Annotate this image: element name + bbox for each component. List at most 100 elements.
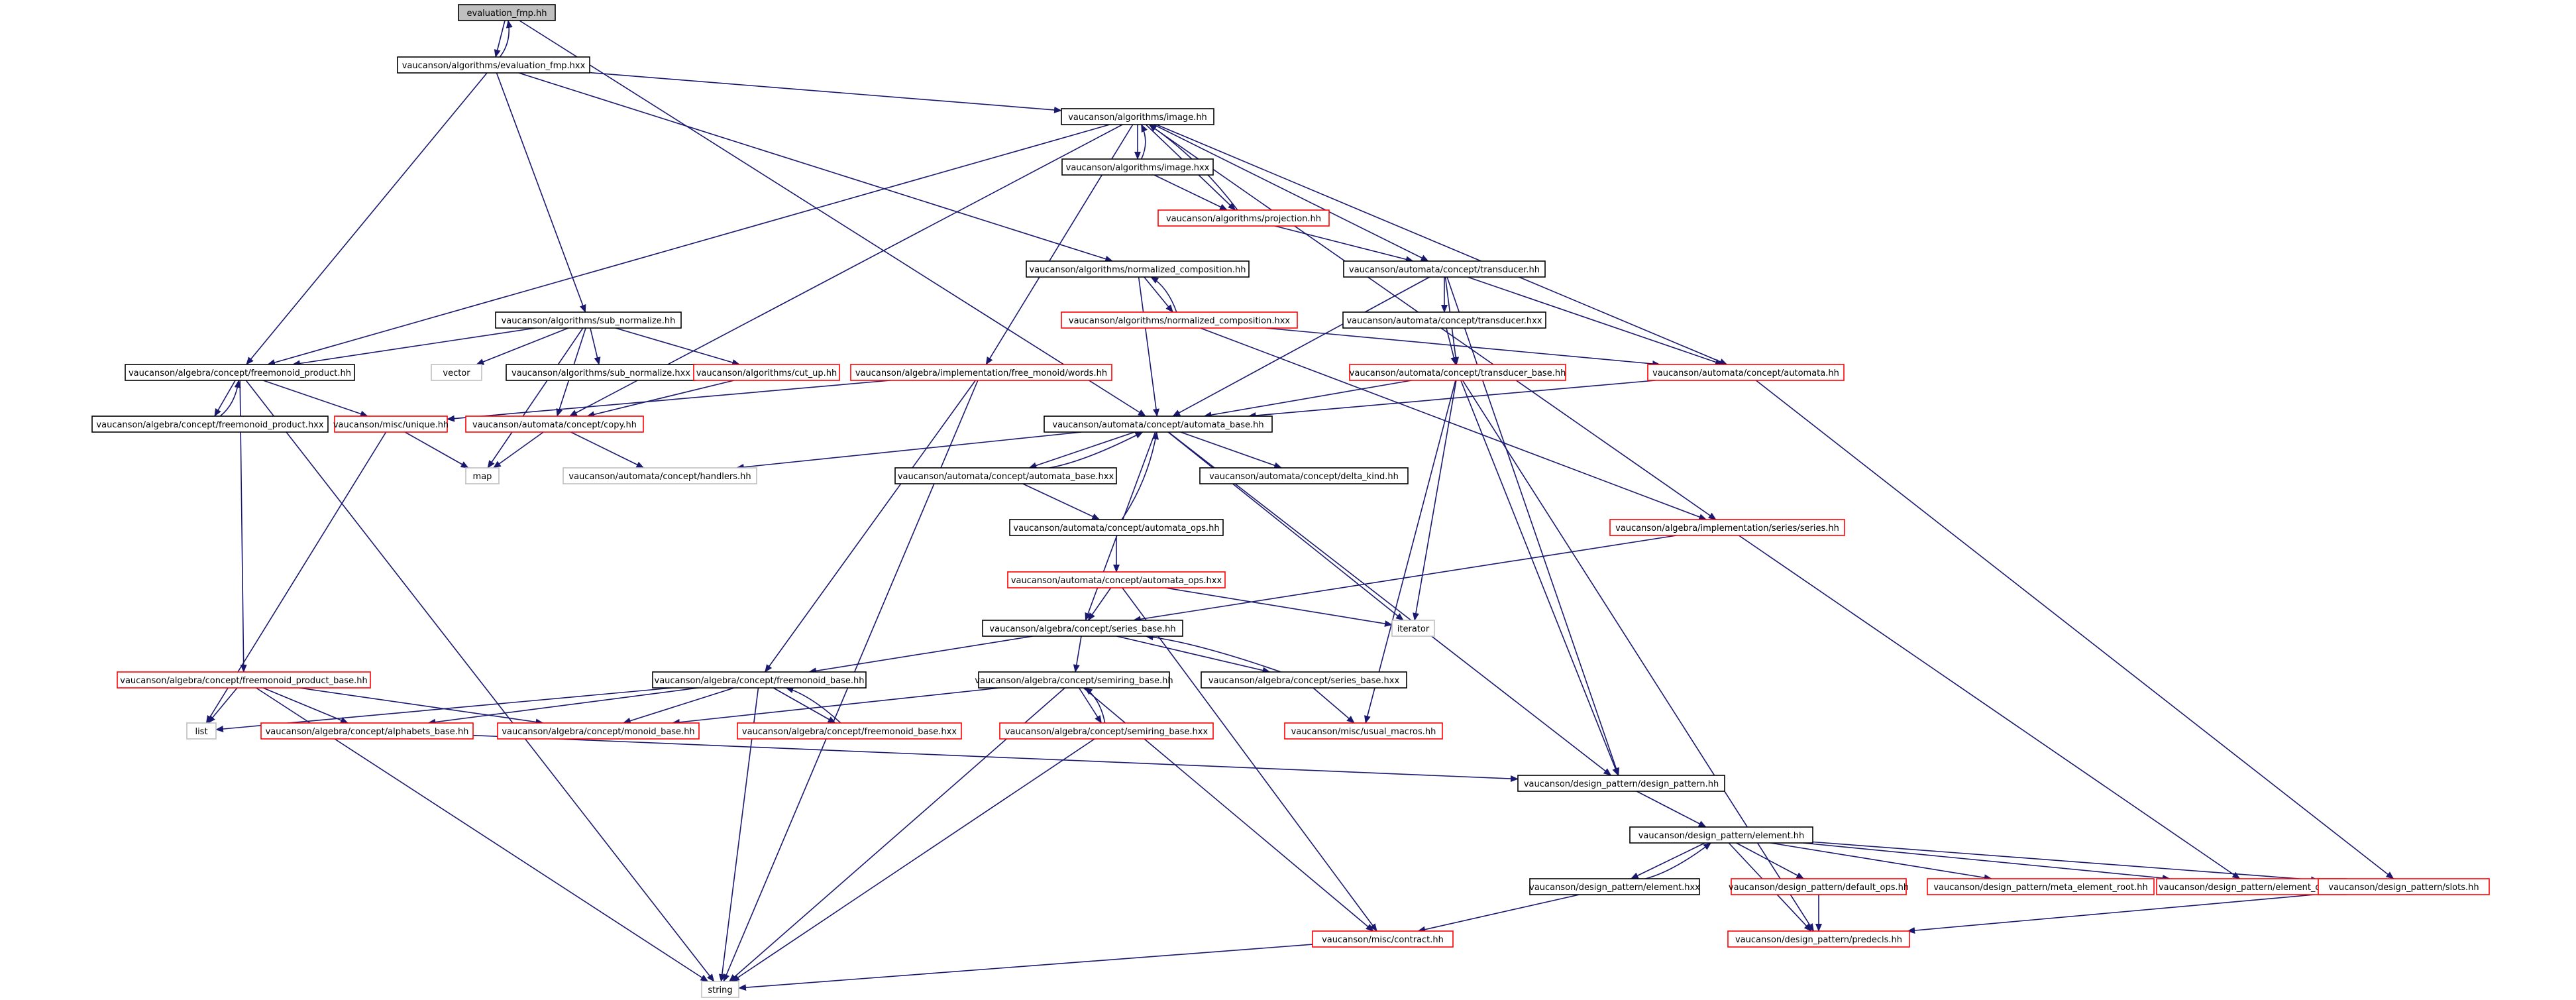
node-label: map: [473, 472, 492, 482]
node-n46[interactable]: vaucanson/design_pattern/slots.hh: [2318, 878, 2490, 895]
edge-n3-to-n4: [1154, 174, 1228, 211]
edge-n10-to-n49: [245, 380, 715, 982]
node-label: vaucanson/algorithms/normalized_composit…: [1029, 265, 1246, 275]
node-n32[interactable]: vaucanson/algebra/concept/semiring_base.…: [975, 671, 1173, 689]
node-label: vector: [443, 368, 470, 378]
node-n35[interactable]: vaucanson/algebra/concept/alphabets_base…: [260, 722, 474, 740]
node-label: vaucanson/design_pattern/element_ops.hh: [2159, 883, 2344, 893]
node-label: vaucanson/algebra/concept/series_base.hh: [989, 624, 1175, 634]
node-box: [652, 671, 867, 689]
node-box: [117, 671, 371, 689]
node-n6[interactable]: vaucanson/automata/concept/transducer.hh: [1343, 260, 1546, 278]
node-n18[interactable]: vaucanson/misc/unique.hh: [333, 416, 449, 433]
node-n30[interactable]: vaucanson/algebra/concept/freemonoid_pro…: [117, 671, 371, 689]
edge-n1-to-n10: [246, 72, 488, 365]
node-n38[interactable]: vaucanson/algebra/concept/semiring_base.…: [999, 722, 1214, 740]
node-n23[interactable]: vaucanson/automata/concept/automata_base…: [894, 467, 1117, 484]
node-n16[interactable]: vaucanson/automata/concept/automata.hh: [1647, 364, 1845, 381]
edge-n46-to-n48: [1907, 893, 2319, 934]
node-label: vaucanson/algebra/concept/series_base.hx…: [1208, 676, 1400, 686]
edge-n8-to-n15: [1446, 327, 1458, 365]
node-n8[interactable]: vaucanson/automata/concept/transducer.hx…: [1342, 311, 1546, 329]
node-n14[interactable]: vaucanson/algebra/implementation/free_mo…: [850, 364, 1112, 381]
node-n39[interactable]: vaucanson/misc/usual_macros.hh: [1284, 722, 1443, 740]
node-box: [1312, 930, 1454, 948]
node-n47[interactable]: vaucanson/misc/contract.hh: [1312, 930, 1454, 948]
node-n10[interactable]: vaucanson/algebra/concept/freemonoid_pro…: [125, 364, 355, 381]
edge-n20-to-n24: [1180, 431, 1283, 469]
node-n3[interactable]: vaucanson/algorithms/image.hxx: [1061, 158, 1214, 176]
node-n2[interactable]: vaucanson/algorithms/image.hh: [1061, 108, 1214, 125]
node-n20[interactable]: vaucanson/automata/concept/automata_base…: [1044, 416, 1273, 433]
edge-n6-to-n16: [1467, 276, 1723, 366]
node-label: vaucanson/automata/concept/transducer.hh: [1349, 265, 1540, 275]
edge-n20-to-n22: [735, 431, 1082, 471]
node-n29[interactable]: vaucanson/algebra/concept/series_base.hh: [982, 620, 1183, 637]
edge-n0-to-n1: [494, 20, 506, 58]
node-box: [497, 722, 700, 740]
node-box: [1201, 671, 1407, 689]
node-label: vaucanson/design_pattern/slots.hh: [2328, 883, 2479, 893]
edge-n41-to-n46: [1812, 841, 2319, 883]
edge-n7-to-n16: [1265, 327, 1661, 367]
node-box: [458, 4, 556, 21]
node-n37[interactable]: vaucanson/algebra/concept/freemonoid_bas…: [737, 722, 962, 740]
node-label: vaucanson/algorithms/image.hh: [1068, 113, 1207, 123]
edge-n19-to-n21: [492, 431, 544, 469]
edge-n16-to-n20: [1248, 380, 1656, 419]
node-n17[interactable]: vaucanson/algebra/concept/freemonoid_pro…: [91, 416, 329, 433]
node-n34: list: [186, 722, 217, 740]
node-n5[interactable]: vaucanson/algorithms/normalized_composit…: [1026, 260, 1250, 278]
node-box: [465, 416, 644, 433]
node-label: vaucanson/algorithms/normalized_composit…: [1069, 316, 1291, 326]
edge-n9-to-n11: [476, 327, 569, 365]
node-n42[interactable]: vaucanson/design_pattern/element.hxx: [1529, 878, 1700, 895]
node-box: [701, 981, 739, 998]
node-box: [260, 722, 474, 740]
node-n31[interactable]: vaucanson/algebra/concept/freemonoid_bas…: [652, 671, 867, 689]
node-n13[interactable]: vaucanson/algorithms/cut_up.hh: [693, 364, 840, 381]
node-label: vaucanson/automata/concept/transducer.hx…: [1346, 316, 1542, 326]
node-n33[interactable]: vaucanson/algebra/concept/series_base.hx…: [1201, 671, 1407, 689]
nodes-layer: evaluation_fmp.hh vaucanson/algorithms/ev…: [91, 4, 2490, 998]
node-n7[interactable]: vaucanson/algorithms/normalized_composit…: [1061, 311, 1298, 329]
edge-n14-to-n18: [447, 380, 890, 422]
node-n49: string: [701, 981, 739, 998]
node-n25[interactable]: vaucanson/automata/concept/automata_ops.…: [1009, 519, 1224, 536]
node-n9[interactable]: vaucanson/algorithms/sub_normalize.hh: [495, 311, 682, 329]
edge-n0-to-n20: [519, 20, 1146, 417]
node-n41[interactable]: vaucanson/design_pattern/element.hh: [1629, 826, 1813, 844]
node-box: [1199, 467, 1409, 484]
node-n19[interactable]: vaucanson/automata/concept/copy.hh: [465, 416, 644, 433]
node-n0[interactable]: evaluation_fmp.hh: [458, 4, 556, 21]
edge-n32-to-n38: [1078, 687, 1102, 724]
node-n48[interactable]: vaucanson/design_pattern/predecls.hh: [1727, 930, 1910, 948]
node-box: [1342, 311, 1546, 329]
node-n40[interactable]: vaucanson/design_pattern/design_pattern.…: [1517, 775, 1725, 792]
node-n27[interactable]: vaucanson/automata/concept/automata_ops.…: [1007, 571, 1226, 588]
edge-n27-to-n28: [1165, 587, 1393, 627]
edge-n15-to-n20: [1203, 380, 1412, 419]
node-n44[interactable]: vaucanson/design_pattern/meta_element_ro…: [1927, 878, 2155, 895]
edge-n23-to-n20: [1049, 431, 1144, 469]
node-n43[interactable]: vaucanson/design_pattern/default_ops.hh: [1729, 878, 1909, 895]
node-n26[interactable]: vaucanson/algebra/implementation/series/…: [1609, 519, 1845, 536]
edge-n2-to-n6: [1153, 124, 1429, 262]
node-label: vaucanson/algorithms/evaluation_fmp.hxx: [402, 61, 586, 71]
edge-n29-to-n31: [808, 636, 1034, 675]
node-n4[interactable]: vaucanson/algorithms/projection.hh: [1157, 209, 1330, 227]
node-label: vaucanson/automata/concept/transducer_ba…: [1350, 368, 1566, 378]
edge-n30-to-n34: [207, 687, 238, 724]
node-n1[interactable]: vaucanson/algorithms/evaluation_fmp.hxx: [397, 56, 590, 74]
node-n12[interactable]: vaucanson/algorithms/sub_normalize.hxx: [506, 364, 696, 381]
edge-n5-to-n7: [1144, 276, 1173, 313]
edge-n9-to-n13: [615, 327, 741, 366]
node-n45[interactable]: vaucanson/design_pattern/element_ops.hh: [2156, 878, 2347, 895]
node-n15[interactable]: vaucanson/automata/concept/transducer_ba…: [1349, 364, 1566, 381]
edge-n20-to-n23: [1028, 431, 1135, 469]
node-n24[interactable]: vaucanson/automata/concept/delta_kind.hh: [1199, 467, 1409, 484]
edge-n42-to-n41: [1645, 842, 1711, 879]
edge-n2-to-n10: [267, 124, 1110, 366]
node-box: [563, 467, 757, 484]
node-n36[interactable]: vaucanson/algebra/concept/monoid_base.hh: [497, 722, 700, 740]
